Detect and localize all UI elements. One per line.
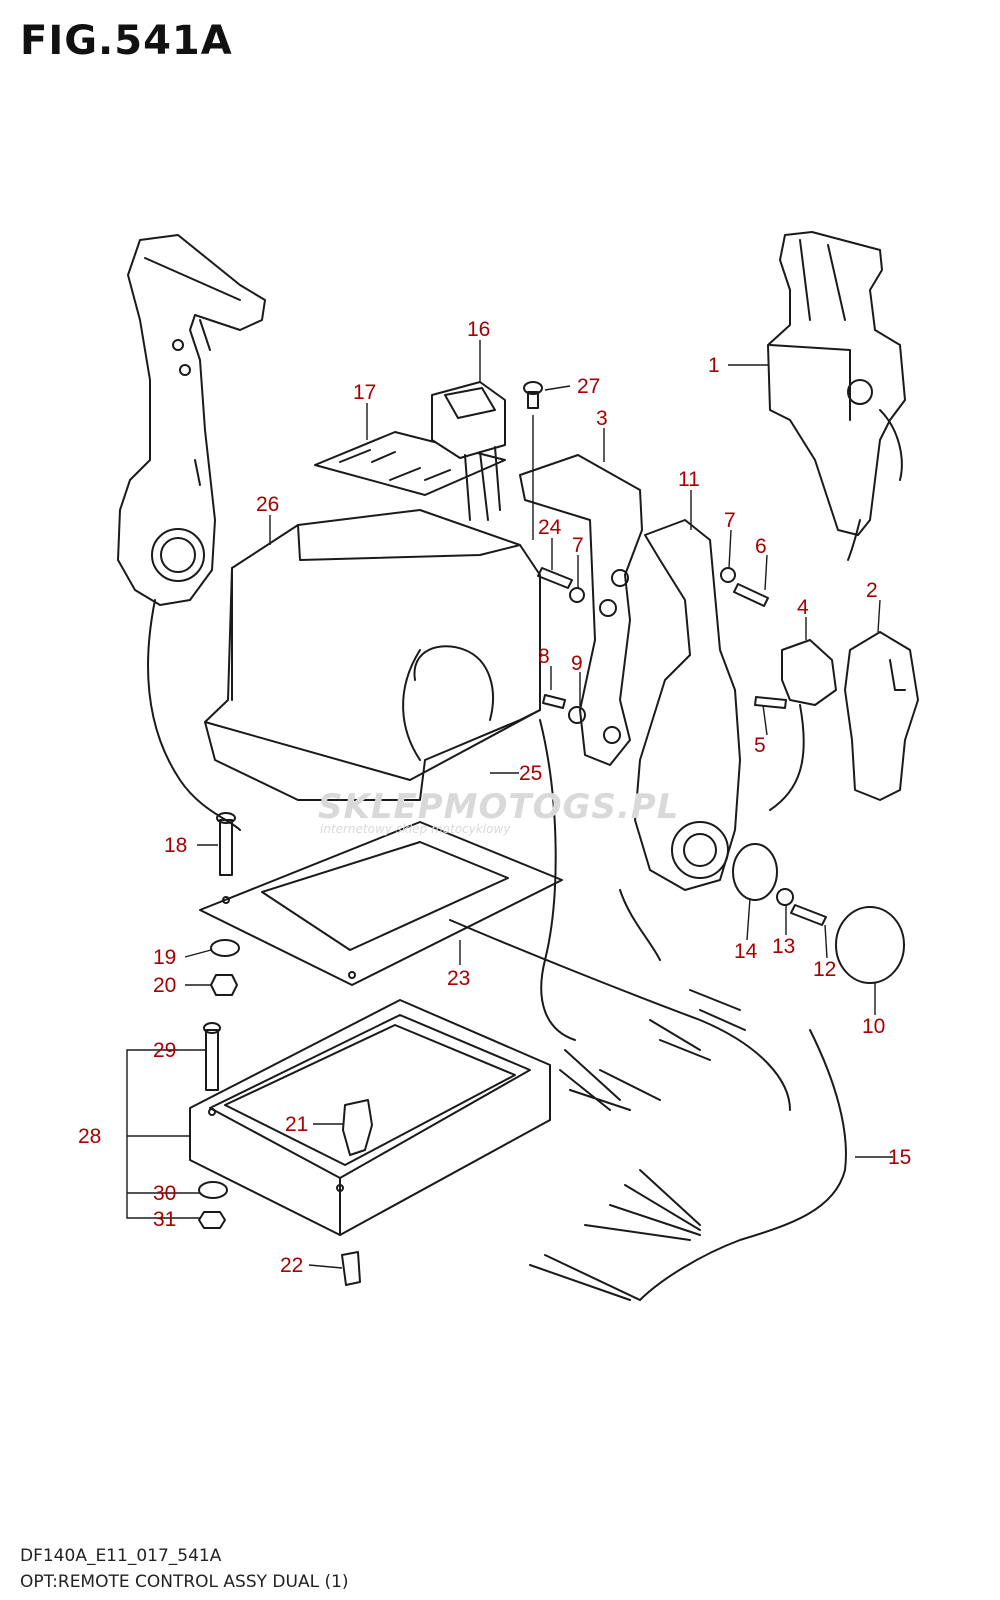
housing-cover	[204, 509, 541, 801]
callout-10: 10	[862, 1015, 885, 1038]
callout-18: 18	[164, 834, 187, 857]
callout-7-left: 7	[572, 534, 584, 557]
throttle-grip	[844, 631, 919, 801]
callout-5: 5	[754, 734, 766, 757]
neutral-switch	[769, 639, 837, 811]
mounting-plate	[314, 431, 506, 496]
wiring-harness	[449, 719, 847, 1301]
callout-28: 28	[78, 1125, 101, 1148]
callout-26: 26	[256, 493, 279, 516]
watermark-text: SKLEPMOTOGS.PL	[318, 787, 680, 827]
callout-29: 29	[153, 1039, 176, 1062]
callout-23: 23	[447, 967, 470, 990]
callout-3: 3	[596, 407, 608, 430]
callout-17: 17	[353, 381, 376, 404]
watermark-subtext: internetowy sklep motocyklowy	[320, 822, 511, 836]
callout-30: 30	[153, 1182, 176, 1205]
fasteners	[198, 381, 905, 1286]
remote-control-assy	[767, 231, 906, 561]
callout-19: 19	[153, 946, 176, 969]
callout-2: 2	[866, 579, 878, 602]
leader-lines	[126, 340, 893, 1269]
callout-31: 31	[153, 1208, 176, 1231]
callout-labels: 1 2 3 4 5 6 7 7 8 9 10 11 12 13 14 15 16…	[78, 318, 911, 1277]
callout-20: 20	[153, 974, 176, 997]
callout-22: 22	[280, 1254, 303, 1277]
figure-code: DF140A_E11_017_541A	[20, 1546, 222, 1566]
lever-bracket	[519, 454, 643, 766]
callout-27: 27	[577, 375, 600, 398]
rocker-switch	[431, 381, 506, 521]
callout-12: 12	[813, 958, 836, 981]
figure-caption: OPT:REMOTE CONTROL ASSY DUAL (1)	[20, 1572, 349, 1592]
callout-7-right: 7	[724, 509, 736, 532]
figure-title: FIG.541A	[20, 18, 233, 64]
callout-15: 15	[888, 1146, 911, 1169]
shift-lever	[634, 519, 741, 891]
callout-24: 24	[538, 516, 562, 539]
gasket	[199, 821, 563, 986]
callout-4: 4	[797, 596, 809, 619]
callout-1: 1	[708, 354, 720, 377]
callout-6: 6	[755, 535, 767, 558]
callout-14: 14	[734, 940, 758, 963]
callout-21: 21	[285, 1113, 308, 1136]
callout-25: 25	[519, 762, 542, 785]
callout-8: 8	[538, 645, 550, 668]
callout-9: 9	[571, 652, 583, 675]
callout-11: 11	[678, 468, 700, 491]
left-control-lever	[117, 234, 266, 831]
callout-13: 13	[772, 935, 795, 958]
callout-16: 16	[467, 318, 490, 341]
